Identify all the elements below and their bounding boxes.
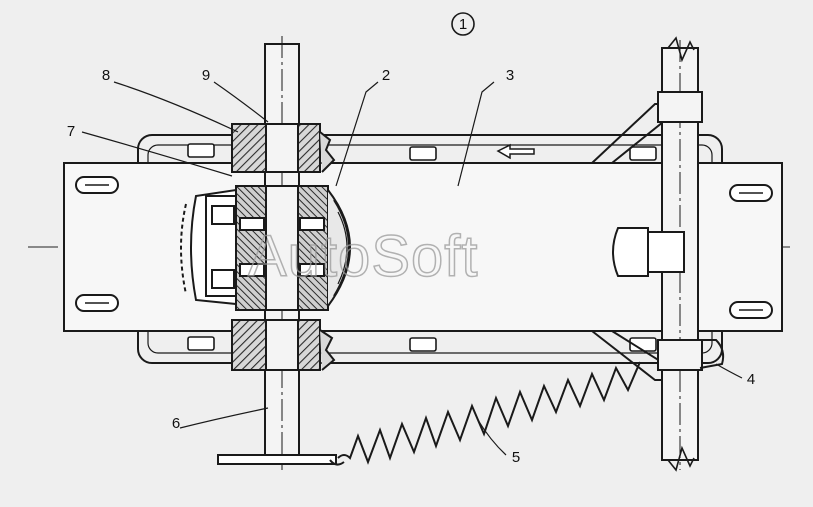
callout-7: 7 — [67, 123, 75, 140]
frame-tabs — [187, 143, 657, 352]
leader-lines — [81, 81, 743, 456]
bracket-4 — [698, 339, 725, 369]
callout-3: 3 — [506, 67, 514, 84]
callout-2: 2 — [382, 67, 390, 84]
direction-arrow-icon — [496, 143, 535, 160]
view-number-circle — [451, 12, 475, 36]
housing-bottom — [231, 319, 336, 371]
view-number: 1 — [459, 16, 467, 33]
callout-8: 8 — [102, 67, 110, 84]
callout-6: 6 — [172, 415, 180, 432]
cam-body — [180, 185, 351, 311]
callout-9: 9 — [202, 67, 210, 84]
housing-top — [231, 123, 336, 173]
spring — [337, 361, 641, 465]
callout-4: 4 — [747, 371, 755, 388]
callout-5: 5 — [512, 449, 520, 466]
foot-plate — [217, 454, 337, 465]
watermark: AutoSoft — [248, 224, 478, 289]
latch-block — [612, 227, 685, 277]
